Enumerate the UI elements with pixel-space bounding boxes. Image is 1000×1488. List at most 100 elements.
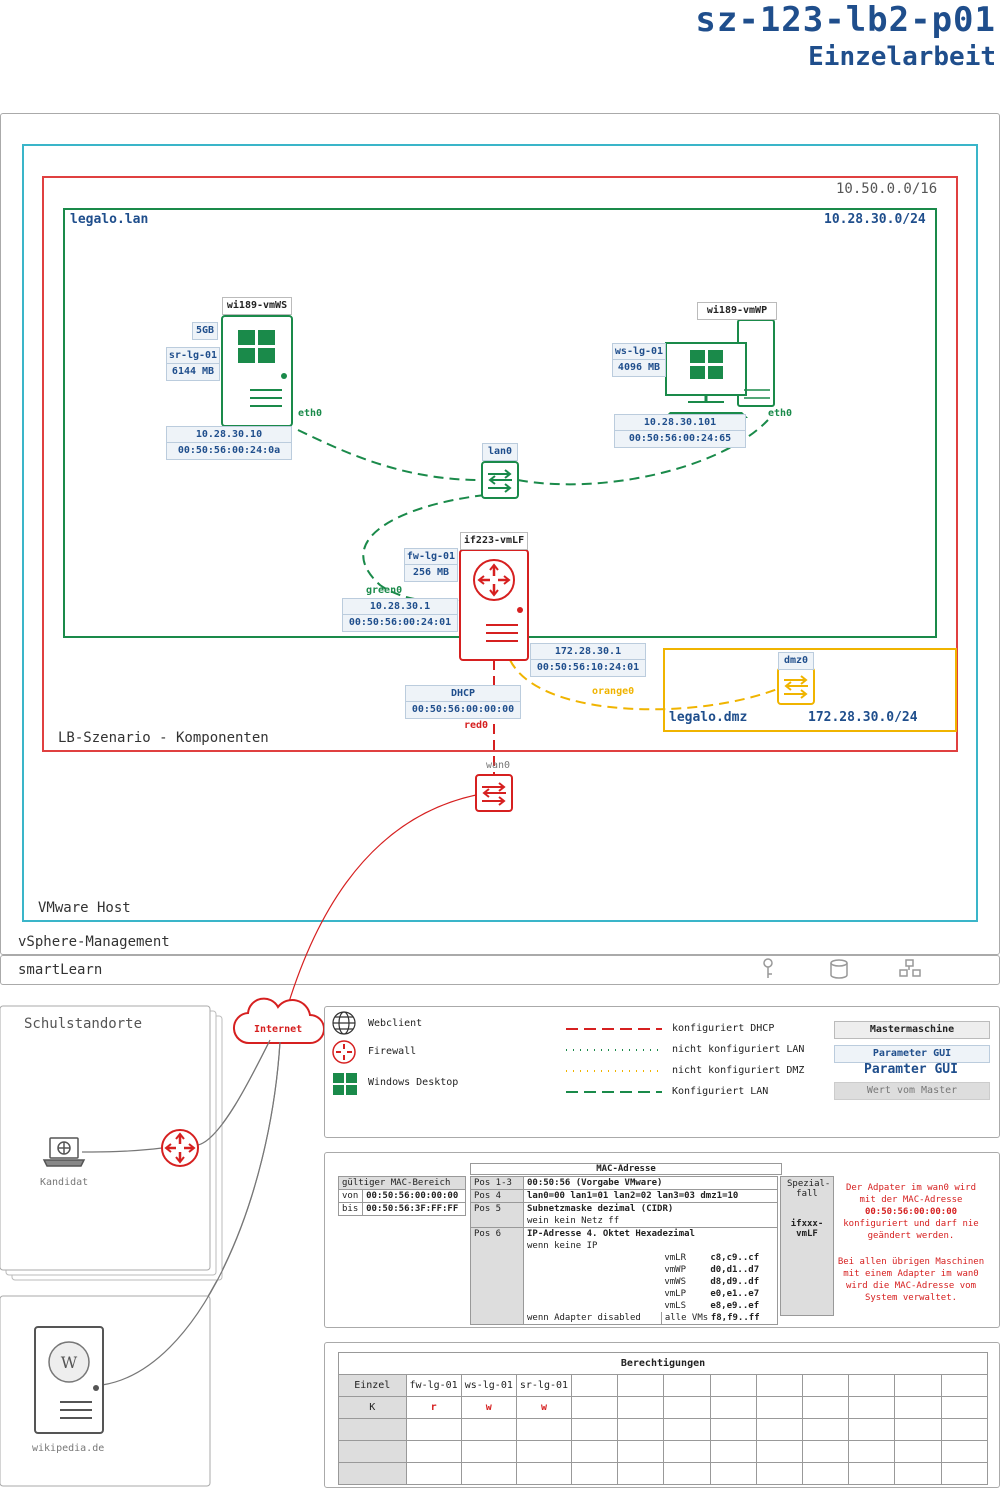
- vmwp-iface: eth0: [768, 408, 793, 419]
- vmws-iface: eth0: [298, 408, 323, 419]
- wikipedia-server-icon: W: [34, 1326, 104, 1434]
- vmwp-mac: 00:50:56:00:24:65: [614, 430, 746, 448]
- mac-pos6-noip: wenn keine IP: [523, 1240, 662, 1252]
- vmws-mac: 00:50:56:00:24:0a: [166, 442, 292, 460]
- mac-row-vm: vmWP: [664, 1265, 687, 1275]
- windows-server-icon: [221, 315, 293, 427]
- mac-row-vm: vmWS: [664, 1277, 687, 1287]
- perm-k: K: [338, 1396, 407, 1419]
- vmlf-ram: 256 MB: [404, 564, 458, 582]
- mac-range-title: gültiger MAC-Bereich: [338, 1176, 466, 1190]
- legend-firewall: Firewall: [368, 1046, 417, 1057]
- key-icon: [763, 958, 773, 978]
- dmz-name: legalo.dmz: [669, 710, 748, 725]
- smartlearn-label: smartLearn: [18, 962, 103, 978]
- mac-pos13-val: 00:50:56 (Vorgabe VMware): [523, 1176, 778, 1190]
- mac-pos6-dis: wenn Adapter disabled: [523, 1312, 662, 1325]
- laptop-icon: [42, 1137, 86, 1167]
- schools-label: Schulstandorte: [24, 1016, 143, 1032]
- mac-pos6: Pos 6: [470, 1227, 524, 1325]
- wan-switch-icon: [475, 774, 513, 812]
- mac-row-range: d0,d1..d7: [710, 1265, 760, 1275]
- legend-lan-conf: Konfiguriert LAN: [672, 1086, 769, 1097]
- vmwp-name: wi189-vmWP: [697, 302, 777, 320]
- wikipedia-label: wikipedia.de: [32, 1443, 105, 1454]
- perm-val: r: [405, 1396, 462, 1419]
- vmware-label: VMware Host: [38, 900, 131, 916]
- scenario-label: LB-Szenario - Komponenten: [58, 730, 269, 746]
- dmz-net: 172.28.30.0/24: [808, 710, 918, 725]
- mac-row-range: e0,e1..e7: [710, 1289, 760, 1299]
- mac-row-range: e8,e9..ef: [710, 1301, 760, 1311]
- legend-param-gui: Parameter GUI: [834, 1045, 990, 1063]
- vmlf-red-iface: red0: [464, 720, 489, 731]
- page-title: sz-123-lb2-p01: [695, 0, 996, 40]
- legend-windows: Windows Desktop: [368, 1077, 459, 1088]
- legend-dmz-unconf: nicht konfiguriert DMZ: [672, 1065, 805, 1076]
- mac-special-vm: ifxxx-vmLF: [790, 1219, 824, 1239]
- vmwp-host: ws-lg-01: [612, 343, 666, 361]
- legend-param-gui2: Paramter GUI: [864, 1062, 958, 1077]
- legend-lan-unconf: nicht konfiguriert LAN: [672, 1044, 805, 1055]
- network-icon: [899, 959, 921, 977]
- mac-row-range: c8,c9..cf: [710, 1253, 760, 1263]
- mac-von: von: [337, 1189, 364, 1203]
- vmlf-name: if223-vmLF: [460, 532, 528, 550]
- mac-title: MAC-Adresse: [470, 1163, 782, 1175]
- svg-text:W: W: [61, 1353, 78, 1372]
- mac-note-mac: 00:50:56:00:00:00: [864, 1207, 958, 1217]
- mac-von-val: 00:50:56:00:00:00: [362, 1189, 466, 1203]
- mac-row-vm: vmLS: [664, 1301, 687, 1311]
- dmz-switch-icon: [777, 667, 815, 705]
- mac-pos13: Pos 1-3: [470, 1176, 524, 1190]
- vmlf-green-iface: green0: [366, 585, 403, 596]
- mac-pos4: Pos 4: [470, 1189, 524, 1203]
- vmws-name: wi189-vmWS: [222, 297, 292, 315]
- kandidat-label: Kandidat: [40, 1177, 89, 1188]
- vmlf-red-mac: 00:50:56:00:00:00: [405, 701, 521, 719]
- vmlf-green-mac: 00:50:56:00:24:01: [342, 614, 458, 632]
- legend-dhcp: konfiguriert DHCP: [672, 1023, 775, 1034]
- perm-col: sr-lg-01: [515, 1374, 573, 1397]
- school-firewall-icon: [161, 1129, 199, 1167]
- dmz-zone: [663, 648, 957, 732]
- vmws-disk: 5GB: [192, 322, 218, 340]
- perm-table: Berechtigungen Einzel fw-lg-01 ws-lg-01 …: [338, 1352, 989, 1485]
- mac-special-label: Spezial-fall: [787, 1179, 831, 1199]
- mac-row-vm: alle VMs: [664, 1313, 709, 1323]
- perm-col: fw-lg-01: [405, 1374, 462, 1397]
- mac-bis-val: 00:50:56:3F:FF:FF: [362, 1202, 466, 1216]
- firewall-icon: [459, 549, 529, 661]
- vmwp-ram: 4096 MB: [612, 359, 666, 377]
- perm-val: w: [460, 1396, 517, 1419]
- perm-col: ws-lg-01: [460, 1374, 517, 1397]
- dmz-switch-label: dmz0: [778, 652, 814, 670]
- wan-switch-label: wan0: [486, 760, 511, 771]
- mac-note-3: Bei allen übrigen Maschinen mit einem Ad…: [837, 1257, 985, 1303]
- mac-pos5-sub: wein kein Netz ff: [523, 1215, 778, 1228]
- vmlf-orange-mac: 00:50:56:10:24:01: [530, 659, 646, 677]
- lan-net: 10.28.30.0/24: [824, 212, 926, 227]
- vmware-zone: [22, 144, 978, 922]
- lan-switch-label: lan0: [482, 443, 518, 461]
- internet-cloud-icon: [232, 997, 325, 1045]
- scenario-zone: [42, 176, 958, 752]
- mac-note-1: Der Adpater im wan0 wird mit der MAC-Adr…: [845, 1183, 977, 1205]
- mac-note: Der Adpater im wan0 wird mit der MAC-Adr…: [836, 1176, 986, 1316]
- mac-pos6-val: IP-Adresse 4. Oktet Hexadezimal: [523, 1227, 778, 1240]
- mac-note-2: konfiguriert und darf nie geändert werde…: [843, 1219, 979, 1241]
- mac-row-range: d8,d9..df: [710, 1277, 760, 1287]
- mac-bis: bis: [337, 1202, 364, 1216]
- windows-desktop-icon: [664, 319, 775, 418]
- mac-pos4-val: lan0=00 lan1=01 lan2=02 lan3=03 dmz1=10: [523, 1189, 778, 1203]
- perm-einzel: Einzel: [338, 1374, 407, 1397]
- mac-row-vm: vmLR: [664, 1253, 687, 1263]
- lan-switch-icon: [481, 461, 519, 499]
- scenario-net: 10.50.0.0/16: [836, 181, 938, 197]
- lan-name: legalo.lan: [70, 212, 149, 227]
- perm-val: w: [515, 1396, 573, 1419]
- vmlf-orange-iface: orange0: [592, 686, 635, 697]
- vsphere-label: vSphere-Management: [18, 934, 170, 950]
